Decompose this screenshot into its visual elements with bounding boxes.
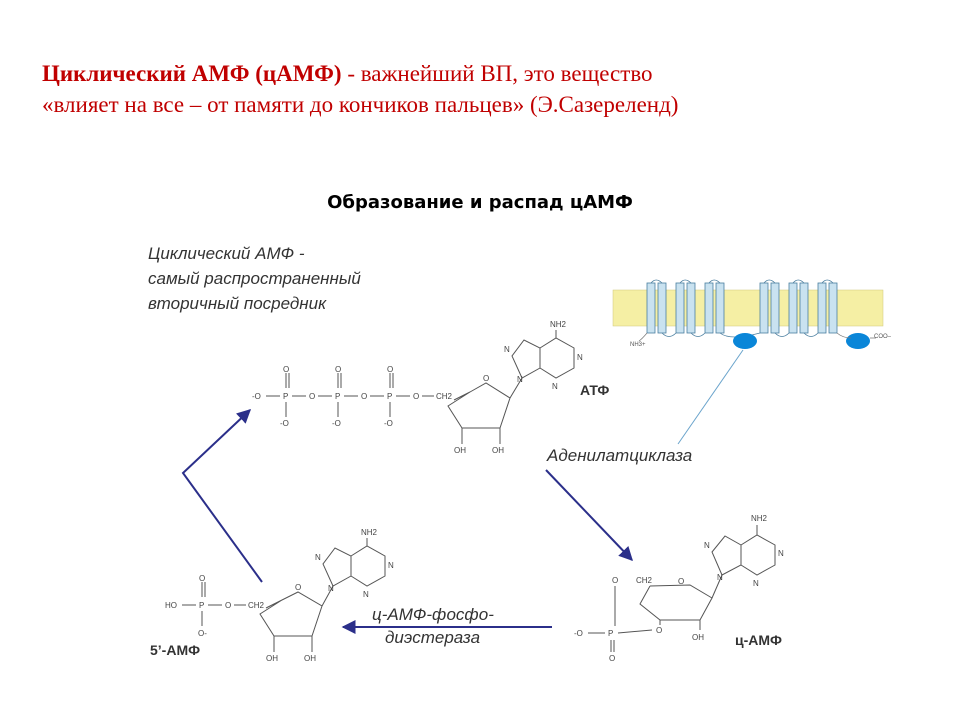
arrow-atp-to-camp [545,469,633,562]
adenylate-cyclase-label: Аденилатциклаза [546,446,692,465]
cyclase-pointer [677,349,744,445]
caption-line-1: Циклический АМФ - [148,244,305,263]
amp-label: 5’-АМФ [150,642,200,658]
caption-line-3: вторичный посредник [148,294,327,313]
atp-o-bridge2: O [361,392,367,401]
camp-ch2: CH2 [636,576,653,585]
atp-n1: N [577,353,583,362]
amp-o-bridge: O [225,601,231,610]
amp-p: P [199,601,204,610]
camp-nh2: NH2 [751,514,768,523]
nh3-label: NH3+ [630,342,646,348]
camp-n3: N [753,579,759,588]
camp-n1: N [778,549,784,558]
atp-o-bot1: -O [280,419,289,428]
atp-p1: P [283,392,288,401]
amp-nh2: NH2 [361,528,378,537]
quote-line-2: «влияет на все – от памяти до кончиков п… [42,92,679,117]
atp-ch2: CH2 [436,392,453,401]
quote-block: Циклический АМФ (цАМФ) - важнейший ВП, э… [42,58,922,120]
camp-o-minus: -O [574,629,583,638]
amp-o-bottom: O- [198,629,207,638]
amp-ring-o: O [295,583,301,592]
atp-o-bot3: -O [384,419,393,428]
atp-o-top3: O [387,365,393,374]
amp-n1: N [388,561,394,570]
atp-label: АТФ [580,382,609,398]
amp-ch2: CH2 [248,601,265,610]
amp-o-top: O [199,574,205,583]
atp-o-top2: O [335,365,341,374]
diagram-subtitle: Образование и распад цАМФ [327,192,633,213]
camp-ring-o: O [678,577,684,586]
camp-o-mid: O [656,626,662,635]
amp-n9: N [328,584,334,593]
camp-o-top: O [612,576,618,585]
camp-p: P [608,629,613,638]
camp-oh: OH [692,633,704,642]
camp-molecule: O CH2 O O OH -O P O N N N N NH2 [574,514,784,663]
caption-line-2: самый распространенный [148,269,361,288]
membrane-protein: NH3+ COO– [612,279,892,349]
pde-label-line-2: диэстераза [385,628,480,647]
atp-molecule: -O P O -O O P O -O O P O -O O CH2 O OH O… [252,320,583,455]
atp-o-top1: O [283,365,289,374]
atp-p3: P [387,392,392,401]
atp-o-bot2: -O [332,419,341,428]
quote-line-1-rest: - важнейший ВП, это вещество [341,61,653,86]
arrow-amp-to-atp [181,409,263,583]
atp-n3: N [552,382,558,391]
pde-label-line-1: ц-АМФ-фосфо- [372,605,494,624]
atp-p2: P [335,392,340,401]
camp-n7: N [704,541,710,550]
atp-o-minus: -O [252,392,261,401]
atp-n7: N [504,345,510,354]
amp-n3: N [363,590,369,599]
amp-oh2: OH [304,654,316,663]
camp-term: Циклический АМФ (цАМФ) [42,61,342,86]
amp-n7: N [315,553,321,562]
camp-label: ц-АМФ [735,632,782,648]
atp-oh1: OH [454,446,466,455]
atp-ring-o: O [483,374,489,383]
quote-line-1: Циклический АМФ (цАМФ) - важнейший ВП, э… [42,58,922,89]
amp-molecule: HO P O O- O CH2 O OH OH N N N N NH2 [165,528,394,663]
atp-n9: N [517,375,523,384]
coo-label: COO– [874,334,892,340]
atp-o-bridge1: O [309,392,315,401]
amp-ho: HO [165,601,177,610]
atp-oh2: OH [492,446,504,455]
amp-oh1: OH [266,654,278,663]
atp-o-bridge3: O [413,392,419,401]
camp-n9: N [717,573,723,582]
camp-o-bottom: O [609,654,615,663]
atp-nh2: NH2 [550,320,567,329]
